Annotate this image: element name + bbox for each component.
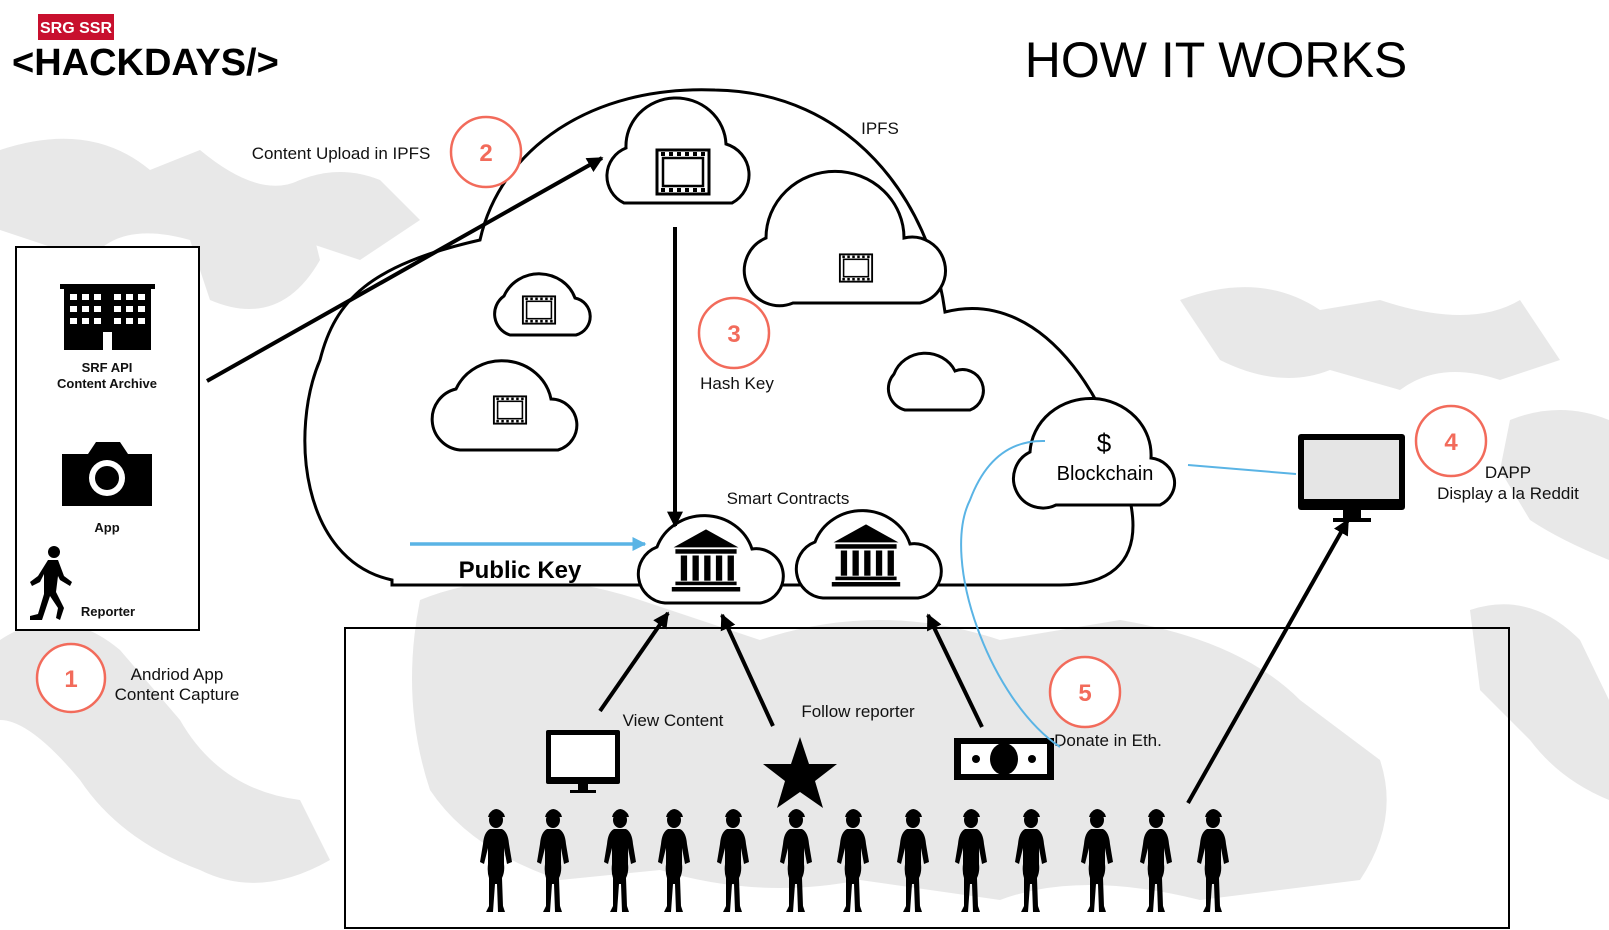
film-cloud-right	[742, 169, 947, 308]
film-icon	[655, 148, 711, 196]
camera-icon	[62, 442, 152, 506]
dapp-arrow	[1186, 518, 1350, 804]
film-icon	[838, 253, 874, 283]
smart-contracts-label: Smart Contracts	[727, 489, 850, 508]
blockchain-dapp-link	[1187, 464, 1297, 475]
monitor-icon	[546, 730, 620, 793]
step-2-number: 2	[479, 140, 492, 167]
page-title: HOW IT WORKS	[1025, 32, 1407, 88]
step-2-badge	[449, 115, 523, 189]
step-1-label-line1: Andriod App	[131, 665, 224, 684]
follow-reporter-label: Follow reporter	[801, 702, 915, 721]
step-4-label-line2: Display a la Reddit	[1437, 484, 1579, 503]
view-content-arrow	[598, 611, 670, 713]
banknote-icon	[954, 738, 1054, 780]
srg-hackdays-logo: SRG SSR <HACKDAYS/>	[12, 14, 279, 84]
star-icon	[763, 737, 837, 808]
archive-label-line2: Content Archive	[57, 376, 157, 391]
app-label: App	[94, 520, 119, 535]
connectors	[206, 156, 1350, 804]
reporter-label: Reporter	[81, 604, 135, 619]
step-4-number: 4	[1444, 429, 1458, 456]
step-5-number: 5	[1078, 680, 1091, 707]
view-content-label: View Content	[623, 711, 724, 730]
film-icon	[492, 395, 528, 425]
srg-ssr-badge	[38, 14, 114, 40]
step-3-label: Hash Key	[700, 374, 774, 393]
step-1-badge	[35, 642, 107, 714]
step-4-label-line1: DAPP	[1485, 463, 1531, 482]
step-1-label-line2: Content Capture	[115, 685, 240, 704]
upload-arrow	[206, 156, 604, 383]
public-key-label: Public Key	[459, 557, 582, 584]
step-3-number: 3	[727, 321, 740, 348]
step-2-label: Content Upload in IPFS	[252, 144, 431, 163]
step-5-badge	[1048, 655, 1122, 729]
walking-person-icon	[30, 546, 72, 620]
srg-ssr-badge-text: SRG SSR	[40, 20, 112, 37]
archive-label-line1: SRF API	[82, 360, 133, 375]
step-1-number: 1	[64, 666, 77, 693]
blockchain-symbol: $	[1097, 428, 1112, 458]
empty-cloud	[886, 351, 985, 412]
blockchain-cloud	[1012, 397, 1177, 510]
monitor-icon	[1298, 434, 1405, 522]
donate-arrow	[926, 613, 984, 728]
step-3-badge	[697, 296, 771, 370]
film-icon	[521, 295, 557, 325]
users-box	[344, 627, 1510, 929]
blockchain-label: Blockchain	[1057, 463, 1154, 485]
follow-reporter-arrow	[720, 613, 775, 727]
step-4-badge	[1414, 404, 1488, 478]
step-5-label: Donate in Eth.	[1054, 731, 1162, 750]
ipfs-label: IPFS	[861, 119, 899, 138]
building-icon	[60, 284, 155, 350]
donate-blockchain-link	[960, 439, 1061, 748]
hackdays-wordmark: <HACKDAYS/>	[12, 42, 279, 84]
smart-contract-cloud-1	[636, 514, 785, 605]
